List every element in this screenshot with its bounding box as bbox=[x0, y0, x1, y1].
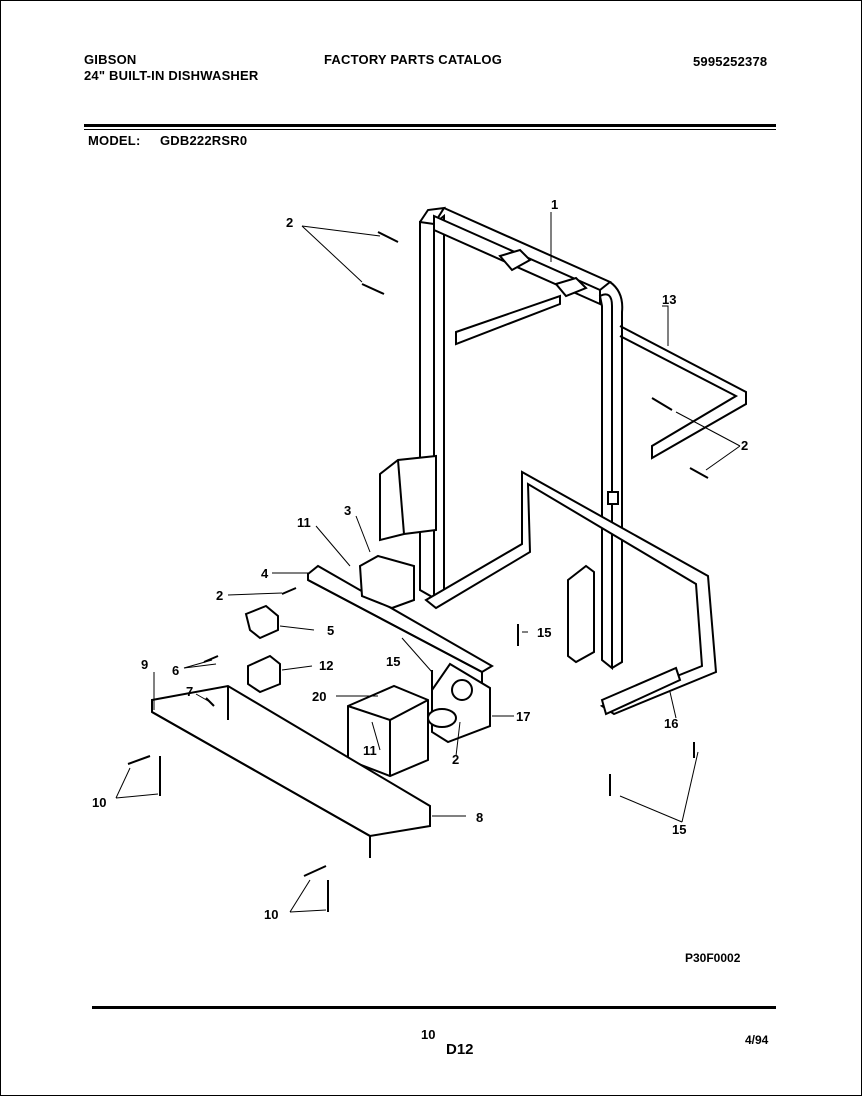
callout-11: 11 bbox=[363, 743, 377, 758]
frame-top-rail bbox=[433, 207, 612, 306]
model-value: GDB222RSR0 bbox=[160, 133, 248, 148]
callout-11: 11 bbox=[297, 515, 311, 530]
frame-rail-right bbox=[598, 281, 624, 671]
leader-lines bbox=[115, 212, 741, 913]
figure-code: P30F0002 bbox=[685, 951, 741, 965]
footer-date: 4/94 bbox=[745, 1033, 769, 1047]
callout-4: 4 bbox=[261, 566, 269, 581]
brand-name: GIBSON bbox=[84, 52, 137, 67]
filter bbox=[247, 654, 281, 694]
callout-17: 17 bbox=[516, 709, 531, 724]
callout-12: 12 bbox=[319, 658, 334, 673]
callout-7: 7 bbox=[186, 684, 194, 699]
control-box bbox=[347, 684, 429, 778]
catalog-number: 5995252378 bbox=[693, 54, 768, 69]
frame-side-arm bbox=[455, 294, 747, 460]
callout-15: 15 bbox=[537, 625, 552, 640]
model-label: MODEL: bbox=[88, 133, 141, 148]
header-rule-thin bbox=[84, 129, 776, 130]
callout-2: 2 bbox=[286, 215, 294, 230]
frame-rail-left bbox=[419, 206, 446, 600]
callout-2: 2 bbox=[216, 588, 224, 603]
screws bbox=[127, 231, 709, 912]
callout-2: 2 bbox=[741, 438, 749, 453]
callout-13: 13 bbox=[662, 292, 677, 307]
rail-bracket bbox=[379, 454, 437, 542]
front-panel bbox=[151, 684, 431, 858]
callout-3: 3 bbox=[344, 503, 352, 518]
support-bar bbox=[307, 564, 494, 686]
page-number: 10 bbox=[421, 1027, 436, 1042]
header-rule bbox=[84, 124, 776, 127]
product-name: 24" BUILT-IN DISHWASHER bbox=[84, 68, 259, 83]
callout-6: 6 bbox=[172, 663, 180, 678]
callout-15: 15 bbox=[672, 822, 687, 837]
callout-15: 15 bbox=[386, 654, 401, 669]
upright-bracket bbox=[567, 564, 595, 664]
hinge-assembly bbox=[358, 554, 415, 610]
callout-16: 16 bbox=[664, 716, 679, 731]
base-frame bbox=[424, 470, 718, 716]
callout-5: 5 bbox=[327, 623, 335, 638]
callout-2: 2 bbox=[452, 752, 460, 767]
callout-10: 10 bbox=[92, 795, 107, 810]
footer-rule bbox=[92, 1006, 776, 1009]
callout-8: 8 bbox=[476, 810, 484, 825]
callout-10: 10 bbox=[264, 907, 279, 922]
section-code: D12 bbox=[446, 1041, 474, 1058]
callout-1: 1 bbox=[551, 197, 559, 212]
switch bbox=[244, 604, 279, 640]
catalog-title: FACTORY PARTS CATALOG bbox=[324, 52, 503, 67]
callout-9: 9 bbox=[141, 657, 149, 672]
callout-20: 20 bbox=[312, 689, 327, 704]
